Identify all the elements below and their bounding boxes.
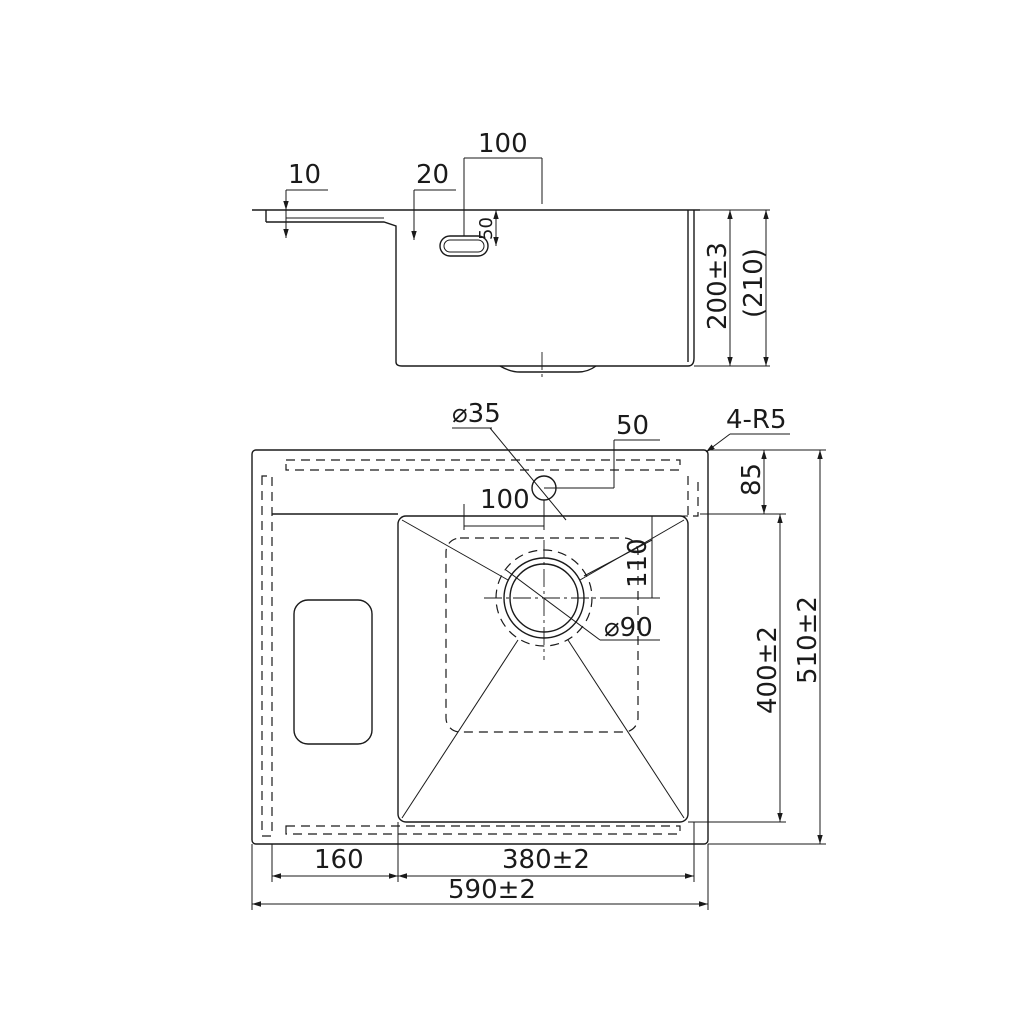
sink-bowl	[397, 515, 689, 823]
dim-210: (210)	[739, 248, 769, 318]
dim-380: 380±2	[502, 845, 590, 875]
drainboard-recess	[293, 599, 373, 745]
dim-d90: ⌀90	[604, 613, 653, 643]
dim-side-100: 100	[478, 129, 528, 159]
dim-top-100: 100	[480, 485, 530, 515]
side-rim	[252, 209, 700, 367]
dim-590: 590±2	[448, 875, 536, 905]
sink-outline	[251, 449, 709, 845]
dim-side-50: 50	[476, 217, 497, 240]
dim-160: 160	[314, 845, 364, 875]
dim-110: 110	[623, 538, 653, 588]
top-view: ⌀35 50 4-R5 85 100 110 ⌀90 400±2	[251, 399, 826, 910]
dim-510: 510±2	[793, 596, 823, 684]
drain-hole	[484, 540, 604, 660]
dim-top-50: 50	[616, 411, 649, 441]
dim-85: 85	[737, 463, 767, 496]
side-drain	[499, 365, 597, 373]
bowl-bottom	[445, 537, 639, 733]
dim-d35: ⌀35	[452, 399, 501, 429]
dim-10: 10	[288, 160, 321, 190]
dim-4r5: 4-R5	[726, 405, 787, 435]
dim-200: 200±3	[703, 242, 733, 330]
dim-20: 20	[416, 160, 449, 190]
side-view: 10 20 100 50 200±3 (210)	[252, 129, 770, 380]
dim-400: 400±2	[753, 626, 783, 714]
hidden-flange	[285, 459, 681, 471]
